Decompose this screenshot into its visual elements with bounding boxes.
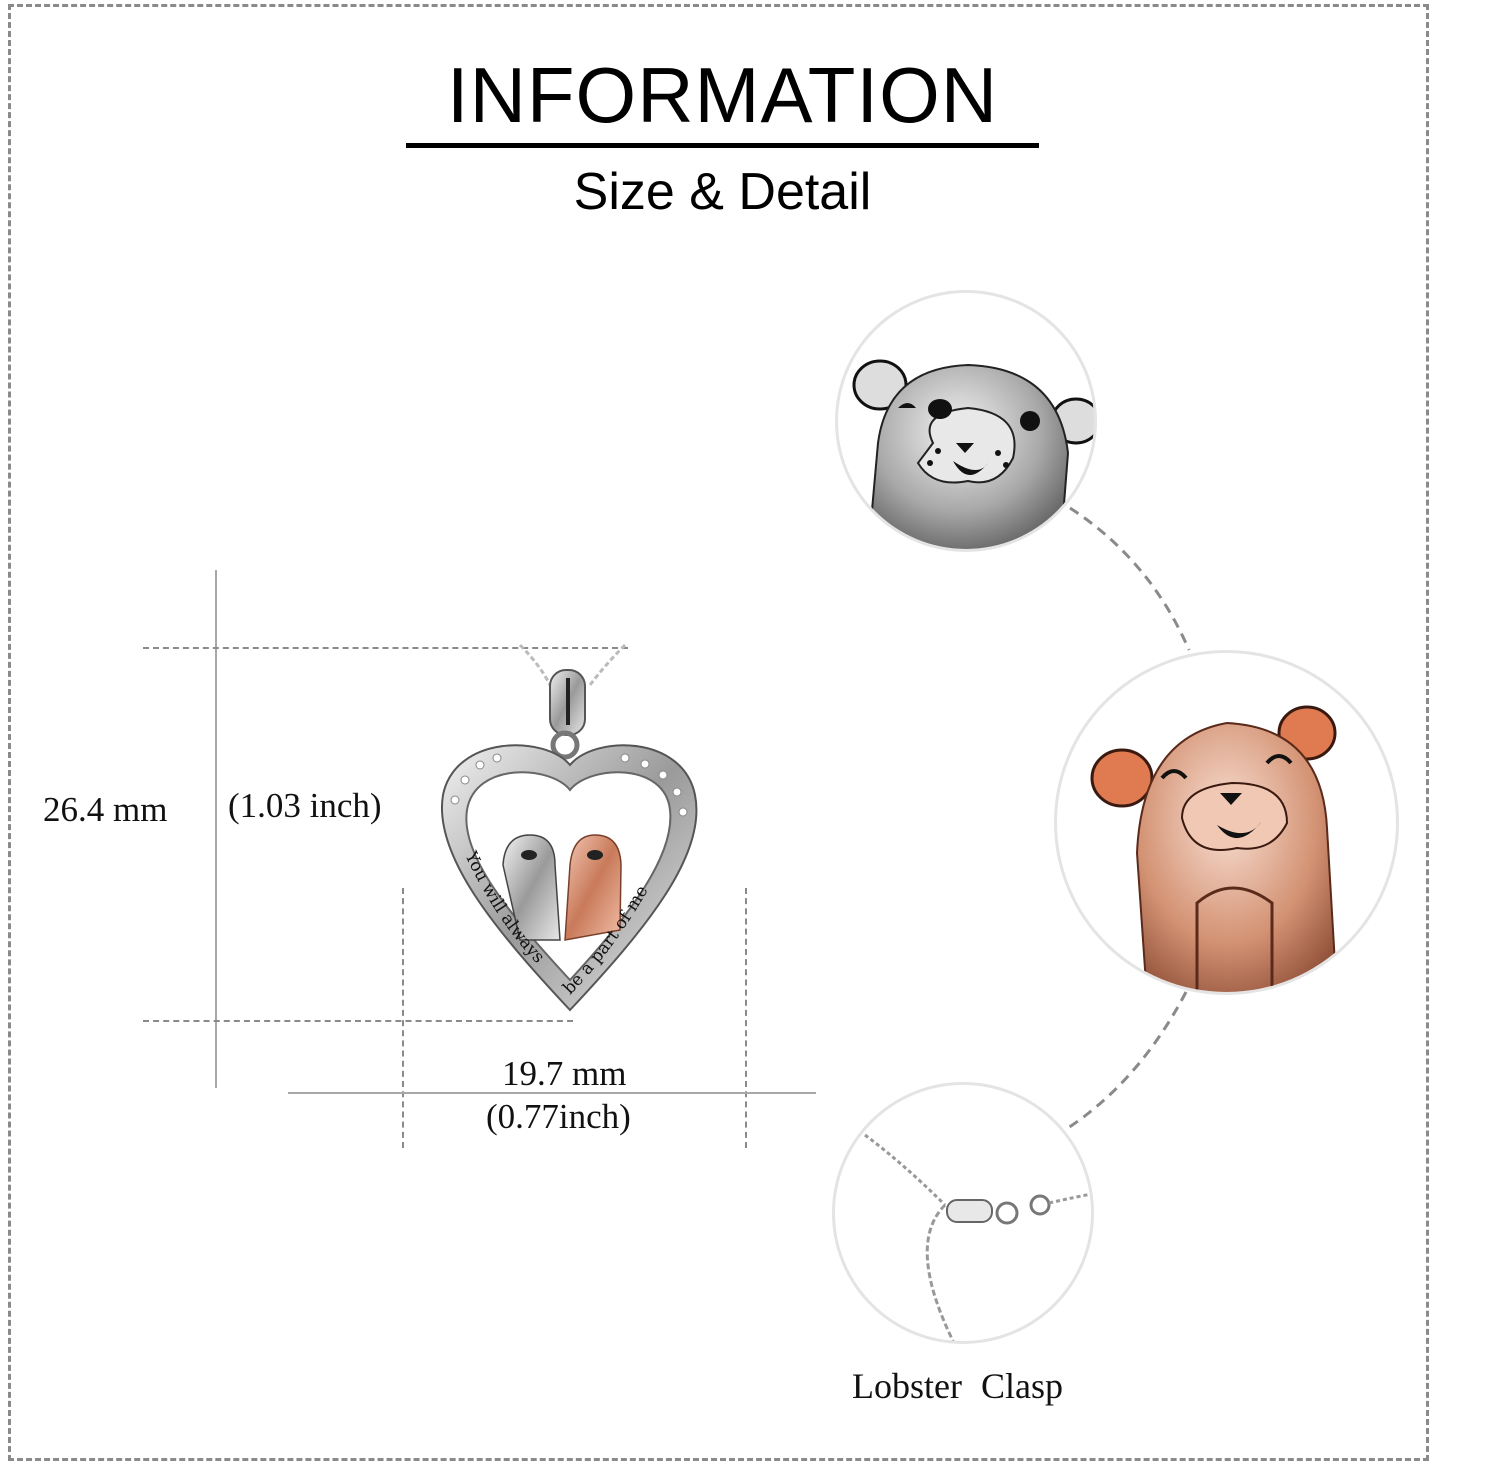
dashed-frame [8,4,1429,1461]
width-mm-label: 19.7 mm [502,1054,627,1093]
lobster-clasp-icon [864,1133,1091,1341]
height-mm-label: 26.4 mm [43,790,168,829]
bottom-dashed-guide [143,1020,573,1022]
left-width-guide [402,888,404,1148]
height-inch-label: (1.03 inch) [228,786,382,825]
rose-gold-otter-icon [1090,705,1338,992]
page-title: INFORMATION [446,51,999,139]
heart-pendant-icon: You will always be a part of me [440,643,698,1012]
width-inch-label: (0.77inch) [486,1097,631,1136]
page-subtitle: Size & Detail [573,163,872,221]
height-guide-line [215,570,217,1088]
detail-circle-silver-otter [835,290,1097,552]
silver-otter-face-icon [852,359,1094,549]
right-width-guide [745,888,747,1148]
detail-circle-lobster-clasp [832,1082,1094,1344]
lobster-clasp-label: Lobster Clasp [852,1366,1063,1406]
top-dashed-guide [143,647,628,649]
width-guide-line [288,1092,816,1094]
detail-circle-rose-otter [1054,650,1399,995]
heart-pendant-image: You will always be a part of me [425,640,715,1040]
title-underline [406,143,1039,148]
